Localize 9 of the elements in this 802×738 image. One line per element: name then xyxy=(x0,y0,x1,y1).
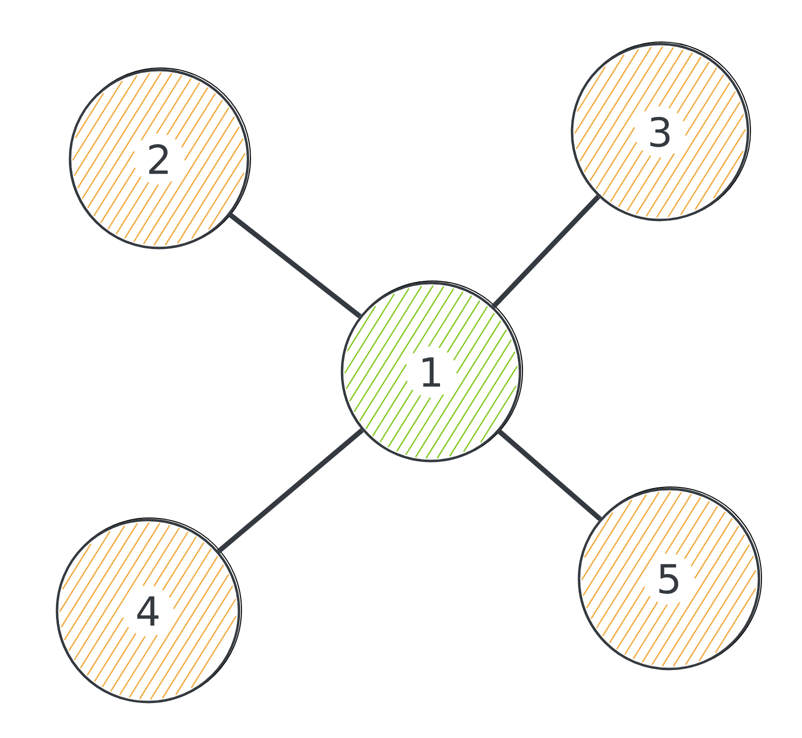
connector-line xyxy=(216,428,364,554)
circle-node: 1 xyxy=(340,280,523,462)
connector-line xyxy=(497,429,602,522)
connector-line xyxy=(491,194,600,308)
circle-node: 5 xyxy=(578,486,762,670)
circle-node: 3 xyxy=(570,42,752,222)
circle-node: 2 xyxy=(68,68,251,250)
connector-line xyxy=(228,212,362,318)
circle-node: 4 xyxy=(56,518,242,704)
